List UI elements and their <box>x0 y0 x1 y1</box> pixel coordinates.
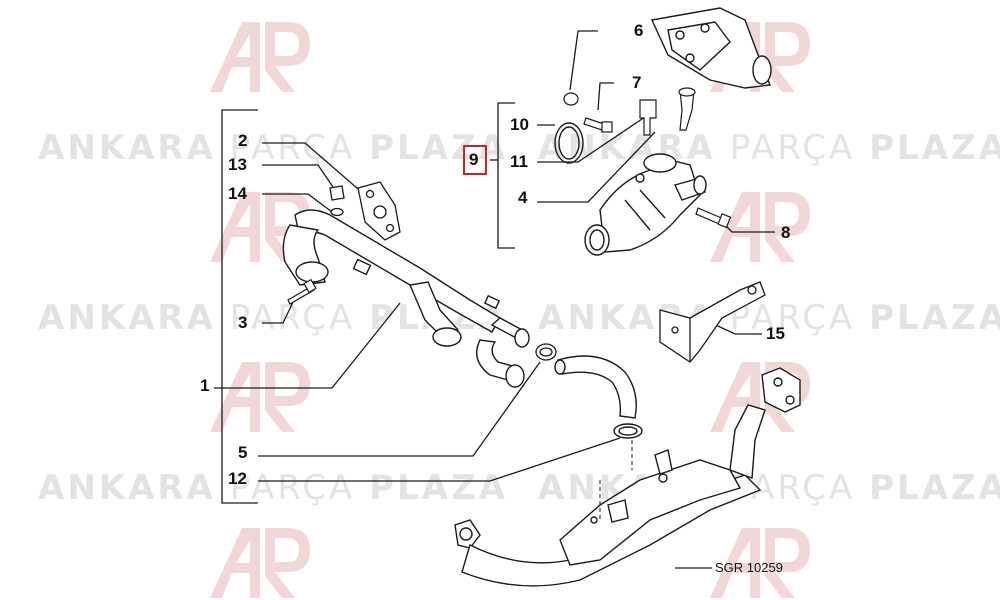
clamp-part-5 <box>535 343 557 361</box>
bracket-part-15 <box>659 281 766 363</box>
callout-15: 15 <box>766 324 785 343</box>
callout-12: 12 <box>228 469 247 488</box>
callout-1: 1 <box>200 376 210 395</box>
plug-part-13 <box>329 185 345 201</box>
hose-part-12 <box>554 355 643 439</box>
o-ring-part-10 <box>554 122 584 164</box>
bolt-part-8 <box>695 207 732 229</box>
callout-2: 2 <box>238 131 248 150</box>
callout-5: 5 <box>238 443 248 462</box>
callout-7: 7 <box>632 73 642 92</box>
coolant-pipe-assembly <box>282 209 530 388</box>
callout-9: 9 <box>469 150 479 169</box>
thermostat-housing-part-4 <box>584 153 707 256</box>
washer-part-14 <box>330 207 344 217</box>
callout-9-highlight <box>463 145 487 175</box>
callout-3: 3 <box>238 313 248 332</box>
thermostat-body-part-6 <box>650 7 772 89</box>
callout-6: 6 <box>634 21 644 40</box>
sensor <box>639 99 657 136</box>
callout-4: 4 <box>518 188 528 207</box>
group-bracket-9 <box>497 102 515 249</box>
callout-13: 13 <box>228 155 247 174</box>
callout-11: 11 <box>510 152 528 171</box>
nut-part-6 <box>563 92 579 106</box>
gasket-part-2 <box>357 181 401 241</box>
callout-10: 10 <box>510 115 529 134</box>
reference-code: SGR 10259 <box>715 560 783 575</box>
egr-cooler <box>454 367 801 587</box>
callout-8: 8 <box>781 223 791 242</box>
callout-14: 14 <box>228 184 247 203</box>
bolt-part-3 <box>287 278 317 305</box>
group-bracket-1 <box>221 109 258 504</box>
